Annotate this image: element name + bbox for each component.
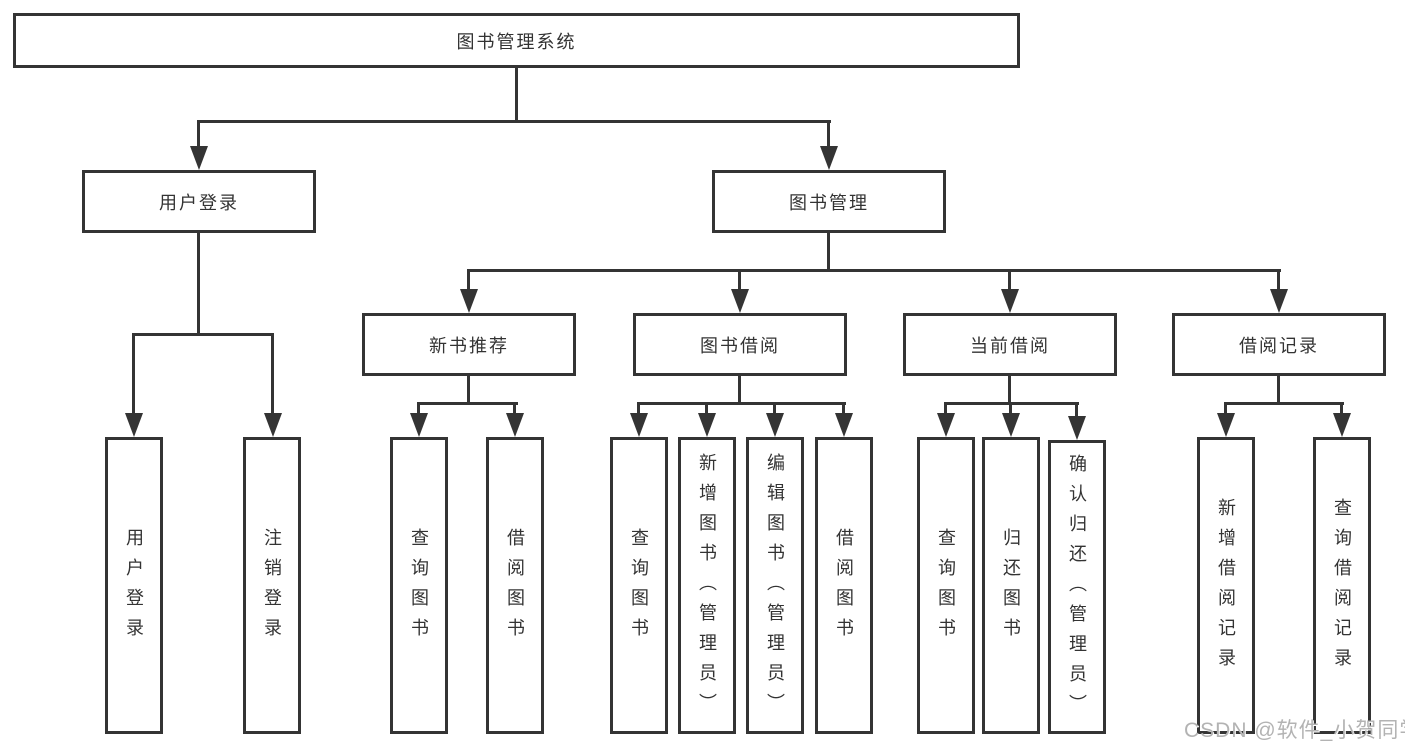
connector-line	[467, 269, 1281, 272]
connector-line	[1340, 402, 1343, 417]
connector-line	[513, 402, 516, 417]
connector-line	[1277, 374, 1280, 405]
connector-line	[637, 402, 846, 405]
arrowhead-icon	[698, 413, 716, 437]
arrowhead-icon	[731, 289, 749, 313]
leaf-edit-books-admin: 编辑图书（管理员）	[746, 437, 804, 734]
node-user-login-branch: 用户登录	[82, 170, 316, 233]
connector-line	[197, 231, 200, 336]
connector-line	[1277, 269, 1280, 293]
leaf-query-books-borrow: 查询图书	[610, 437, 668, 734]
connector-line	[132, 333, 135, 417]
connector-line	[467, 374, 470, 405]
connector-line	[944, 402, 947, 417]
connector-line	[515, 66, 518, 123]
connector-line	[197, 120, 831, 123]
leaf-confirm-return-admin: 确认归还（管理员）	[1048, 440, 1106, 734]
connector-line	[637, 402, 640, 417]
arrowhead-icon	[506, 413, 524, 437]
connector-line	[1224, 402, 1344, 405]
csdn-watermark: CSDN @软件_小贺同学	[1184, 719, 1405, 742]
arrowhead-icon	[1217, 413, 1235, 437]
connector-line	[417, 402, 518, 405]
arrowhead-icon	[630, 413, 648, 437]
node-library-management-system: 图书管理系统	[13, 13, 1020, 68]
connector-line	[827, 120, 830, 152]
connector-line	[1008, 269, 1011, 293]
connector-line	[197, 120, 200, 152]
arrowhead-icon	[1002, 413, 1020, 437]
connector-line	[738, 374, 741, 405]
leaf-query-borrow-record: 查询借阅记录	[1313, 437, 1371, 734]
arrowhead-icon	[125, 413, 143, 437]
node-borrowing-records: 借阅记录	[1172, 313, 1386, 376]
connector-line	[132, 333, 274, 336]
arrowhead-icon	[410, 413, 428, 437]
leaf-borrow-books-recommend: 借阅图书	[486, 437, 544, 734]
leaf-add-borrow-record: 新增借阅记录	[1197, 437, 1255, 734]
arrowhead-icon	[1333, 413, 1351, 437]
connector-line	[467, 269, 470, 293]
connector-line	[1008, 374, 1011, 405]
arrowhead-icon	[1001, 289, 1019, 313]
connector-line	[705, 402, 708, 417]
leaf-query-books-recommend: 查询图书	[390, 437, 448, 734]
leaf-user-login: 用户登录	[105, 437, 163, 734]
arrowhead-icon	[264, 413, 282, 437]
leaf-add-books-admin: 新增图书（管理员）	[678, 437, 736, 734]
arrowhead-icon	[937, 413, 955, 437]
leaf-return-books: 归还图书	[982, 437, 1040, 734]
connector-line	[738, 269, 741, 293]
arrowhead-icon	[1068, 416, 1086, 440]
leaf-borrow-books: 借阅图书	[815, 437, 873, 734]
arrowhead-icon	[835, 413, 853, 437]
arrowhead-icon	[1270, 289, 1288, 313]
connector-line	[271, 333, 274, 417]
connector-line	[773, 402, 776, 417]
node-book-management-branch: 图书管理	[712, 170, 946, 233]
arrowhead-icon	[820, 146, 838, 170]
leaf-query-books-current: 查询图书	[917, 437, 975, 734]
arrowhead-icon	[190, 146, 208, 170]
connector-line	[417, 402, 420, 417]
node-new-book-recommendation: 新书推荐	[362, 313, 576, 376]
leaf-logout: 注销登录	[243, 437, 301, 734]
node-book-borrowing: 图书借阅	[633, 313, 847, 376]
connector-line	[1009, 402, 1012, 417]
node-current-borrowing: 当前借阅	[903, 313, 1117, 376]
connector-line	[1075, 402, 1078, 420]
connector-line	[827, 231, 830, 272]
arrowhead-icon	[460, 289, 478, 313]
connector-line	[1224, 402, 1227, 417]
arrowhead-icon	[766, 413, 784, 437]
connector-line	[842, 402, 845, 417]
